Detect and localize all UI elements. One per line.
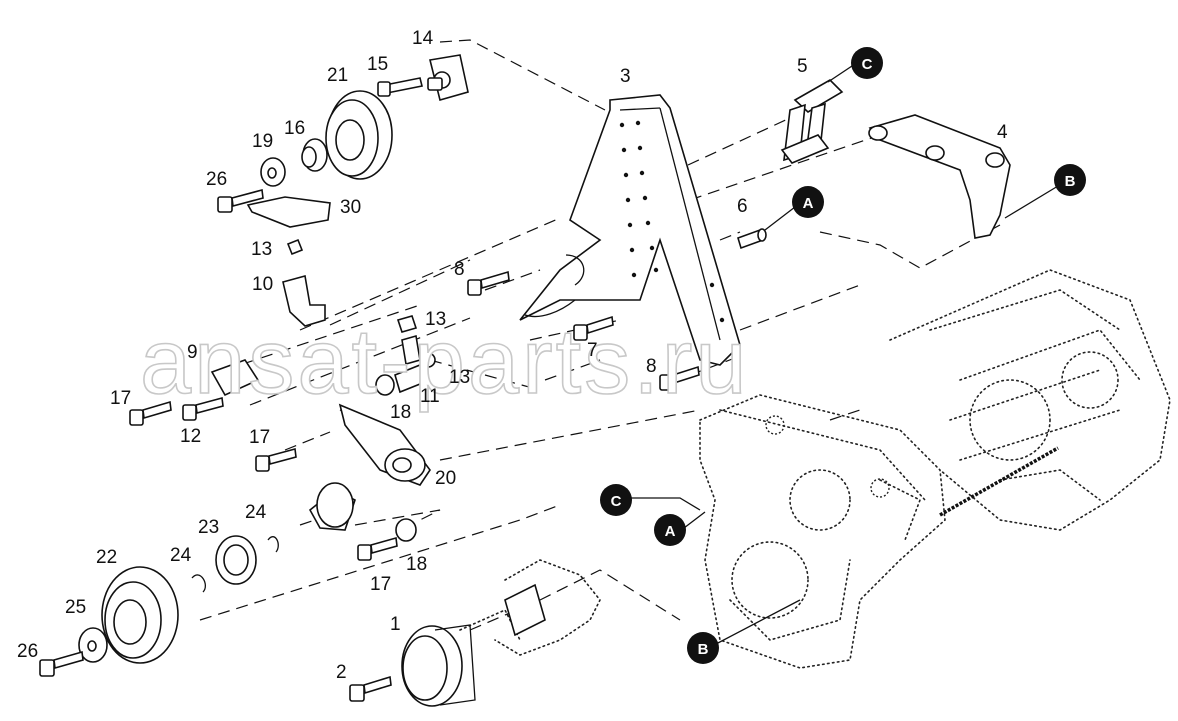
part-label: 25 [65, 597, 86, 618]
part-label: 17 [110, 388, 131, 409]
callout-leaders [630, 65, 1059, 645]
part-labels: 1 2 3 4 5 6 7 8 8 9 10 11 12 13 13 13 14… [17, 28, 1008, 683]
support-bracket-part-4 [868, 114, 1011, 239]
part-label: 3 [620, 66, 631, 87]
link-rod-part-5 [780, 79, 844, 164]
svg-text:B: B [698, 641, 709, 658]
part-label: 9 [187, 342, 198, 363]
part-label: 2 [336, 662, 347, 683]
part-label: 20 [435, 468, 456, 489]
assembly-lines [199, 39, 1001, 631]
part-label: 10 [252, 274, 273, 295]
part-label: 24 [245, 502, 267, 523]
callout-c-top: C [851, 47, 883, 79]
part-label: 5 [797, 56, 808, 77]
part-label: 12 [180, 426, 201, 447]
part-label: 24 [170, 545, 192, 566]
part-label: 22 [96, 547, 117, 568]
part-label: 14 [412, 28, 434, 49]
bracket-holes [619, 120, 725, 323]
tensioner-part-20 [338, 403, 431, 486]
callout-badges: C B A C A B [600, 47, 1086, 664]
part-label: 8 [646, 356, 657, 377]
part-label: 23 [198, 517, 219, 538]
callout-c-bottom: C [600, 484, 632, 516]
callout-a-bottom: A [654, 514, 686, 546]
part-label: 8 [454, 259, 465, 280]
tensioner-arm-assembly [129, 238, 700, 472]
svg-text:C: C [862, 56, 873, 73]
part-label: 18 [406, 554, 427, 575]
part-label: 4 [997, 122, 1008, 143]
crank-pulley-part-1 [349, 583, 546, 707]
part-label: 18 [390, 402, 411, 423]
part-label: 21 [327, 65, 348, 86]
part-label: 7 [587, 340, 598, 361]
pin-part-6 [737, 228, 767, 250]
callout-a-top: A [792, 186, 824, 218]
part-label: 1 [390, 614, 401, 635]
part-label: 26 [17, 641, 38, 662]
part-label: 11 [420, 386, 440, 407]
lower-pulley-assembly [39, 482, 417, 677]
part-label: 13 [449, 367, 470, 388]
part-label: 6 [737, 196, 748, 217]
upper-idler-assembly [217, 54, 469, 228]
svg-text:B: B [1065, 173, 1076, 190]
callout-b-top: B [1054, 164, 1086, 196]
watermark-text: ansat-parts.ru [140, 311, 750, 413]
part-label: 19 [252, 131, 273, 152]
svg-text:A: A [665, 523, 676, 540]
part-label: 13 [251, 239, 272, 260]
part-label: 17 [249, 427, 270, 448]
part-label: 13 [425, 309, 446, 330]
main-bracket [519, 94, 741, 366]
svg-text:A: A [803, 195, 814, 212]
part-label: 16 [284, 118, 305, 139]
part-label: 17 [370, 574, 391, 595]
callout-b-bottom: B [687, 632, 719, 664]
svg-text:C: C [611, 493, 622, 510]
part-label: 26 [206, 169, 227, 190]
part-label: 15 [367, 54, 388, 75]
part-label: 30 [340, 197, 361, 218]
